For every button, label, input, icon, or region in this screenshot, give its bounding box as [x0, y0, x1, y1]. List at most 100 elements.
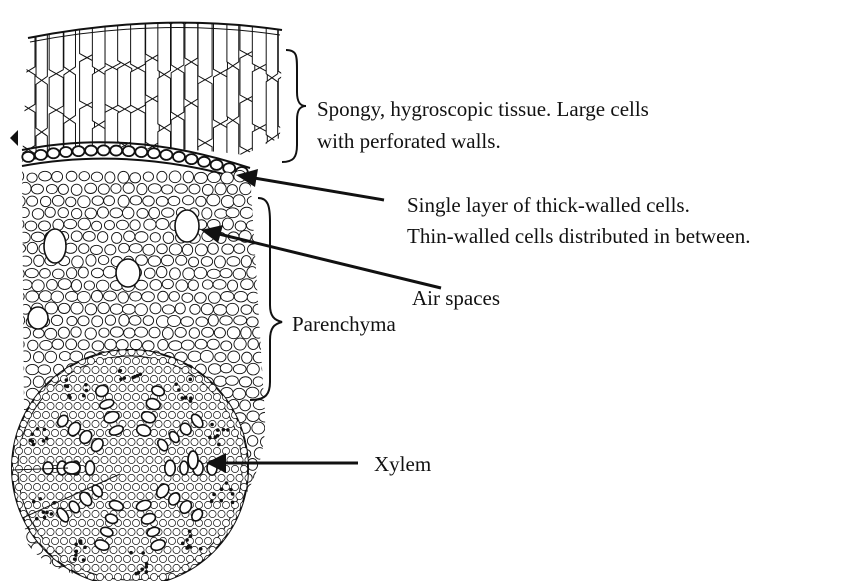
stele-cell: [222, 501, 229, 508]
stele-cell: [51, 483, 58, 490]
stele-cell: [155, 456, 162, 463]
phloem-cell: [144, 570, 148, 574]
parenchyma-cell: [241, 256, 251, 268]
stele-cell: [6, 465, 13, 472]
stele-cell: [119, 438, 126, 445]
stele-cell: [29, 492, 36, 499]
phloem-cell: [45, 511, 49, 515]
parenchyma-cell: [71, 208, 81, 218]
stele-cell: [123, 537, 130, 544]
parenchyma-cell: [137, 183, 147, 194]
velamen-cell: [227, 20, 239, 66]
stele-cell: [204, 573, 211, 580]
parenchyma-cell: [267, 374, 278, 386]
parenchyma-cell: [38, 365, 50, 375]
parenchyma-cell: [195, 244, 207, 256]
stele-cell: [177, 519, 184, 526]
parenchyma-cell: [156, 218, 169, 229]
exodermis-cell: [60, 147, 72, 157]
parenchyma-cell: [253, 352, 265, 363]
stele-cell: [15, 357, 22, 364]
parenchyma-cell: [105, 339, 117, 350]
parenchyma-cell: [239, 569, 252, 579]
parenchyma-cell: [91, 245, 103, 254]
stele-cell: [11, 420, 18, 427]
parenchyma-cell: [249, 556, 259, 566]
stele-cell: [51, 519, 58, 526]
parenchyma-cell: [124, 231, 135, 242]
parenchyma-cell: [215, 256, 226, 268]
stele-cell: [159, 519, 166, 526]
parenchyma-cell: [112, 232, 122, 243]
stele-cell: [65, 546, 72, 553]
parenchyma-cell: [240, 519, 252, 529]
stele-cell: [132, 411, 139, 418]
stele-cell: [83, 402, 90, 409]
parenchyma-cell: [20, 544, 31, 555]
xylem-vessel: [43, 462, 53, 474]
parenchyma-cell: [247, 436, 257, 447]
stele-cell: [218, 492, 225, 499]
parenchyma-cell: [150, 280, 162, 291]
parenchyma-cell: [118, 292, 129, 304]
parenchyma-cell: [274, 363, 285, 373]
parenchyma-cell: [247, 484, 258, 496]
parenchyma-cell: [161, 255, 173, 266]
stele-cell: [231, 465, 238, 472]
stele-cell: [159, 555, 166, 562]
stele-cell: [164, 366, 171, 373]
parenchyma-cell: [27, 173, 37, 182]
stele-cell: [240, 465, 247, 472]
parenchyma-cell: [260, 267, 270, 278]
phloem-cell: [75, 549, 79, 553]
stele-cell: [123, 483, 130, 490]
parenchyma-cell: [247, 267, 258, 279]
exodermis-cell: [73, 146, 85, 156]
stele-cell: [209, 510, 216, 517]
parenchyma-cell: [222, 218, 233, 230]
stele-cell: [87, 375, 94, 382]
parenchyma-cell: [91, 291, 102, 303]
stele-cell: [87, 357, 94, 364]
stele-cell: [11, 510, 18, 517]
phloem-cell: [189, 534, 193, 538]
parenchyma-cell: [71, 302, 83, 314]
stele-cell: [164, 546, 171, 553]
stele-cell: [191, 528, 198, 535]
stele-cell: [159, 429, 166, 436]
stele-cell: [24, 555, 31, 562]
phloem-cell: [65, 378, 69, 382]
parenchyma-cell: [265, 184, 278, 195]
parenchyma-cell: [119, 243, 130, 253]
parenchyma-cell: [234, 291, 247, 302]
parenchyma-cell: [46, 184, 57, 193]
stele-cell: [123, 465, 130, 472]
stele-cell: [128, 528, 135, 535]
stele-cell: [182, 492, 189, 499]
parenchyma-cell: [168, 315, 181, 326]
parenchyma-cell: [239, 377, 251, 387]
velamen-cell: [213, 124, 227, 159]
stele-cell: [146, 438, 153, 445]
parenchyma-cell: [105, 172, 115, 183]
parenchyma-cell: [266, 231, 279, 242]
phloem-cell: [42, 510, 46, 514]
parenchyma-cell: [58, 327, 69, 338]
parenchyma-cell: [233, 195, 245, 207]
parenchyma-cell: [241, 279, 254, 290]
stele-cell: [173, 366, 180, 373]
parenchyma-cell: [234, 244, 245, 254]
parenchyma-cell: [248, 339, 258, 350]
parenchyma-cell: [162, 208, 174, 217]
parenchyma-cell: [207, 339, 219, 349]
phloem-cell: [185, 538, 189, 542]
parenchyma-cell: [182, 293, 193, 302]
velamen-cell: [146, 58, 160, 99]
stele-cell: [213, 537, 220, 544]
stele-cell: [182, 384, 189, 391]
parenchyma-cell: [234, 316, 247, 325]
stele-cell: [69, 573, 76, 580]
phloem-cell: [208, 436, 212, 440]
stele-cell: [191, 492, 198, 499]
exodermis-cell: [211, 160, 223, 170]
